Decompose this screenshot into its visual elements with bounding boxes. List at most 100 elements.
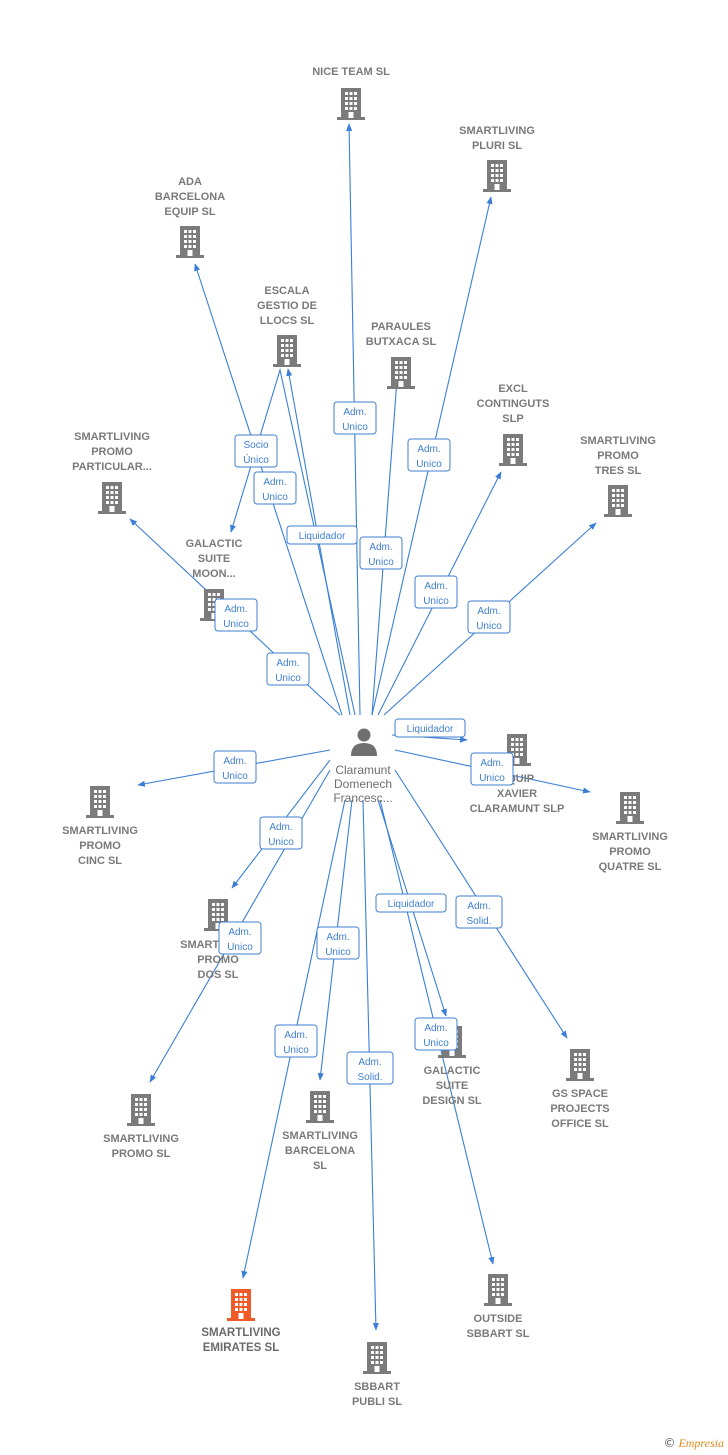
- company-label: SUITE: [198, 553, 230, 565]
- company-label: SUITE: [436, 1080, 468, 1092]
- relation-text: Adm.: [467, 901, 490, 912]
- relation-label-1[interactable]: Adm.Unico: [407, 438, 451, 472]
- company-label: EXCL: [498, 383, 528, 395]
- relation-label-13[interactable]: Adm.Unico: [259, 816, 303, 850]
- edge-8: [230, 367, 356, 716]
- company-label: CLARAMUNT SLP: [470, 803, 565, 815]
- company-label: CINC SL: [78, 855, 122, 867]
- building-icon: [604, 485, 632, 517]
- relation-label-4[interactable]: Liquidador: [286, 525, 358, 545]
- company-label: PROMO: [79, 840, 121, 852]
- relation-label-8[interactable]: Adm.Unico: [214, 598, 258, 632]
- relation-box: [259, 816, 303, 850]
- relation-label-18[interactable]: Adm.Unico: [274, 1024, 318, 1058]
- company-label: PROMO: [91, 446, 133, 458]
- building-icon: [273, 335, 301, 367]
- company-label: GALACTIC: [186, 538, 243, 550]
- relation-text: Unico: [342, 422, 368, 433]
- relation-label-20[interactable]: Adm.Solid.: [346, 1051, 394, 1085]
- relation-label-14[interactable]: Adm.Unico: [218, 921, 262, 955]
- relation-box: [470, 752, 514, 786]
- company-label: DESIGN SL: [422, 1095, 482, 1107]
- relation-label-15[interactable]: Adm.Unico: [316, 926, 360, 960]
- relation-box: [213, 750, 257, 784]
- relation-box: [266, 652, 310, 686]
- company-label: SLP: [502, 413, 523, 425]
- relation-text: Adm.: [223, 756, 246, 767]
- company-label: ESCALA: [264, 285, 309, 297]
- relation-label-10[interactable]: Liquidador: [394, 718, 466, 738]
- relation-label-7[interactable]: Adm.Unico: [467, 600, 511, 634]
- relation-text: Adm.: [369, 542, 392, 553]
- relation-label-11[interactable]: Adm.Unico: [470, 752, 514, 786]
- relation-box: [333, 401, 377, 435]
- relation-label-5[interactable]: Adm.Unico: [359, 536, 403, 570]
- building-icon: [176, 226, 204, 258]
- company-label: EQUIP SL: [164, 206, 215, 218]
- relation-box: [316, 926, 360, 960]
- company-label: BARCELONA: [155, 191, 225, 203]
- company-label: QUATRE SL: [599, 861, 662, 873]
- company-label: PROMO: [197, 954, 239, 966]
- relation-label-16[interactable]: Liquidador: [375, 893, 447, 913]
- company-label: PLURI SL: [472, 140, 522, 152]
- brand-logo: Empresia: [678, 1436, 724, 1450]
- company-label: SMARTLIVING: [580, 435, 656, 447]
- relation-box: [359, 536, 403, 570]
- relation-label-0[interactable]: Adm.Unico: [333, 401, 377, 435]
- relation-label-19[interactable]: Adm.Unico: [414, 1017, 458, 1051]
- relation-box: [286, 525, 358, 545]
- relation-text: Adm.: [263, 477, 286, 488]
- relation-box: [407, 438, 451, 472]
- building-icon: [86, 786, 114, 818]
- relation-text: Adm.: [326, 932, 349, 943]
- company-node-moon[interactable]: GALACTICSUITEMOON...: [186, 538, 243, 621]
- relation-text: Unico: [275, 673, 301, 684]
- company-node-particular[interactable]: SMARTLIVINGPROMOPARTICULAR...: [72, 431, 152, 514]
- relation-label-3[interactable]: Adm.Unico: [253, 471, 297, 505]
- relation-label-12[interactable]: Adm.Unico: [213, 750, 257, 784]
- building-icon: [484, 1274, 512, 1306]
- company-label: PROMO: [597, 450, 639, 462]
- company-node-nice[interactable]: NICE TEAM SL: [312, 66, 390, 120]
- company-label: NICE TEAM SL: [312, 66, 390, 78]
- building-icon: [363, 1342, 391, 1374]
- center-person[interactable]: ClaramuntDomenechFrancesc...: [333, 728, 393, 806]
- relation-label-6[interactable]: Adm.Unico: [414, 575, 458, 609]
- building-icon: [98, 482, 126, 514]
- relation-label-9[interactable]: Adm.Unico: [266, 652, 310, 686]
- company-label: PROJECTS: [550, 1103, 609, 1115]
- company-label: BARCELONA: [285, 1145, 355, 1157]
- relation-text: Socio: [243, 440, 268, 451]
- company-label: BUTXACA SL: [366, 336, 437, 348]
- building-icon: [566, 1049, 594, 1081]
- company-label: GS SPACE: [552, 1088, 608, 1100]
- company-node-tres[interactable]: SMARTLIVING PROMO TRES SL: [580, 435, 656, 517]
- company-label: PARTICULAR...: [72, 461, 152, 473]
- company-label: TRES SL: [595, 465, 642, 477]
- relation-text: Adm.: [480, 758, 503, 769]
- company-label: SBBART SL: [467, 1328, 530, 1340]
- relation-text: Solid.: [357, 1072, 382, 1083]
- relation-text: Unico: [268, 837, 294, 848]
- company-label: EMIRATES SL: [203, 1342, 279, 1354]
- relation-text: Adm.: [228, 927, 251, 938]
- relation-box: [218, 921, 262, 955]
- relation-label-17[interactable]: Adm.Solid.: [455, 895, 503, 929]
- relation-text: Adm.: [284, 1030, 307, 1041]
